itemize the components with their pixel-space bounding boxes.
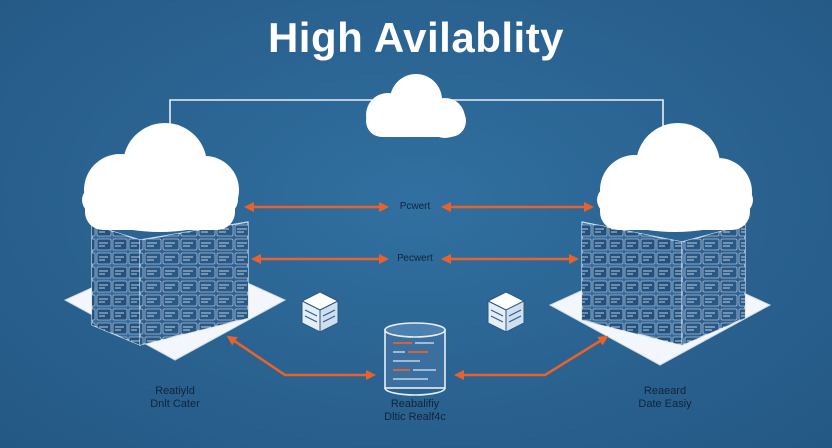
lower-right-arrow xyxy=(454,335,609,380)
left-site-label-line1: Reatiyld xyxy=(155,385,195,397)
right-cloud-icon xyxy=(597,123,753,232)
left-site-label: Reatiyld Dnlt Cater xyxy=(120,385,230,411)
right-site-label-line2: Date Easiy xyxy=(638,398,692,410)
page-title: High Avilablity xyxy=(267,14,565,61)
right-datacenter xyxy=(548,123,772,366)
center-db-label: Reabalifiy Dltic Realf4c xyxy=(360,398,470,424)
right-cube-icon xyxy=(486,291,526,333)
center-db-label-line2: Dltic Realf4c xyxy=(384,411,446,423)
top-arrow-label: Pсwert xyxy=(399,201,431,212)
database-icon xyxy=(384,322,446,396)
left-site-label-line2: Dnlt Cater xyxy=(150,398,200,410)
left-cloud-icon xyxy=(82,123,239,232)
right-site-label-line1: Reaeard xyxy=(643,385,687,397)
lower-left-arrow xyxy=(226,335,376,380)
center-cloud-icon xyxy=(366,74,466,138)
left-datacenter xyxy=(63,123,287,361)
middle-arrow-label: Ресwert xyxy=(397,253,433,264)
center-db-label-line1: Reabalifiy xyxy=(390,398,440,410)
right-site-label: Reaeard Date Easiy xyxy=(605,385,725,411)
left-cube-icon xyxy=(300,291,340,333)
